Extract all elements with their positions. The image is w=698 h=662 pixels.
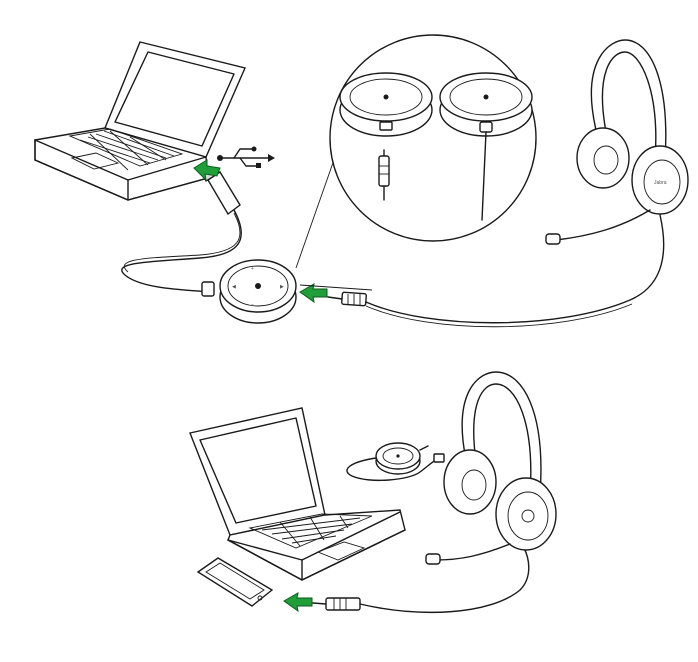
jack-plug-bottom bbox=[312, 597, 361, 611]
controller-bottom bbox=[346, 442, 445, 481]
usb-icon bbox=[217, 146, 275, 168]
zoom-detail bbox=[329, 34, 537, 242]
laptop-top bbox=[34, 41, 246, 201]
svg-text:◀: ◀ bbox=[232, 284, 236, 290]
green-arrow-icon bbox=[299, 283, 328, 304]
smartphone bbox=[196, 557, 274, 607]
svg-text:Jabra: Jabra bbox=[654, 180, 667, 186]
green-arrow-icon bbox=[283, 592, 313, 613]
headset-bottom bbox=[425, 371, 557, 565]
jack-plug-top bbox=[327, 291, 367, 307]
svg-text:+: + bbox=[251, 266, 254, 272]
green-arrow-icon bbox=[193, 159, 221, 182]
laptop-bottom bbox=[189, 407, 406, 581]
controller-top: + − ◀ ▶ bbox=[201, 259, 297, 324]
svg-text:▶: ▶ bbox=[280, 284, 284, 290]
svg-text:−: − bbox=[251, 302, 254, 308]
headset-top: Jabra bbox=[545, 39, 689, 245]
